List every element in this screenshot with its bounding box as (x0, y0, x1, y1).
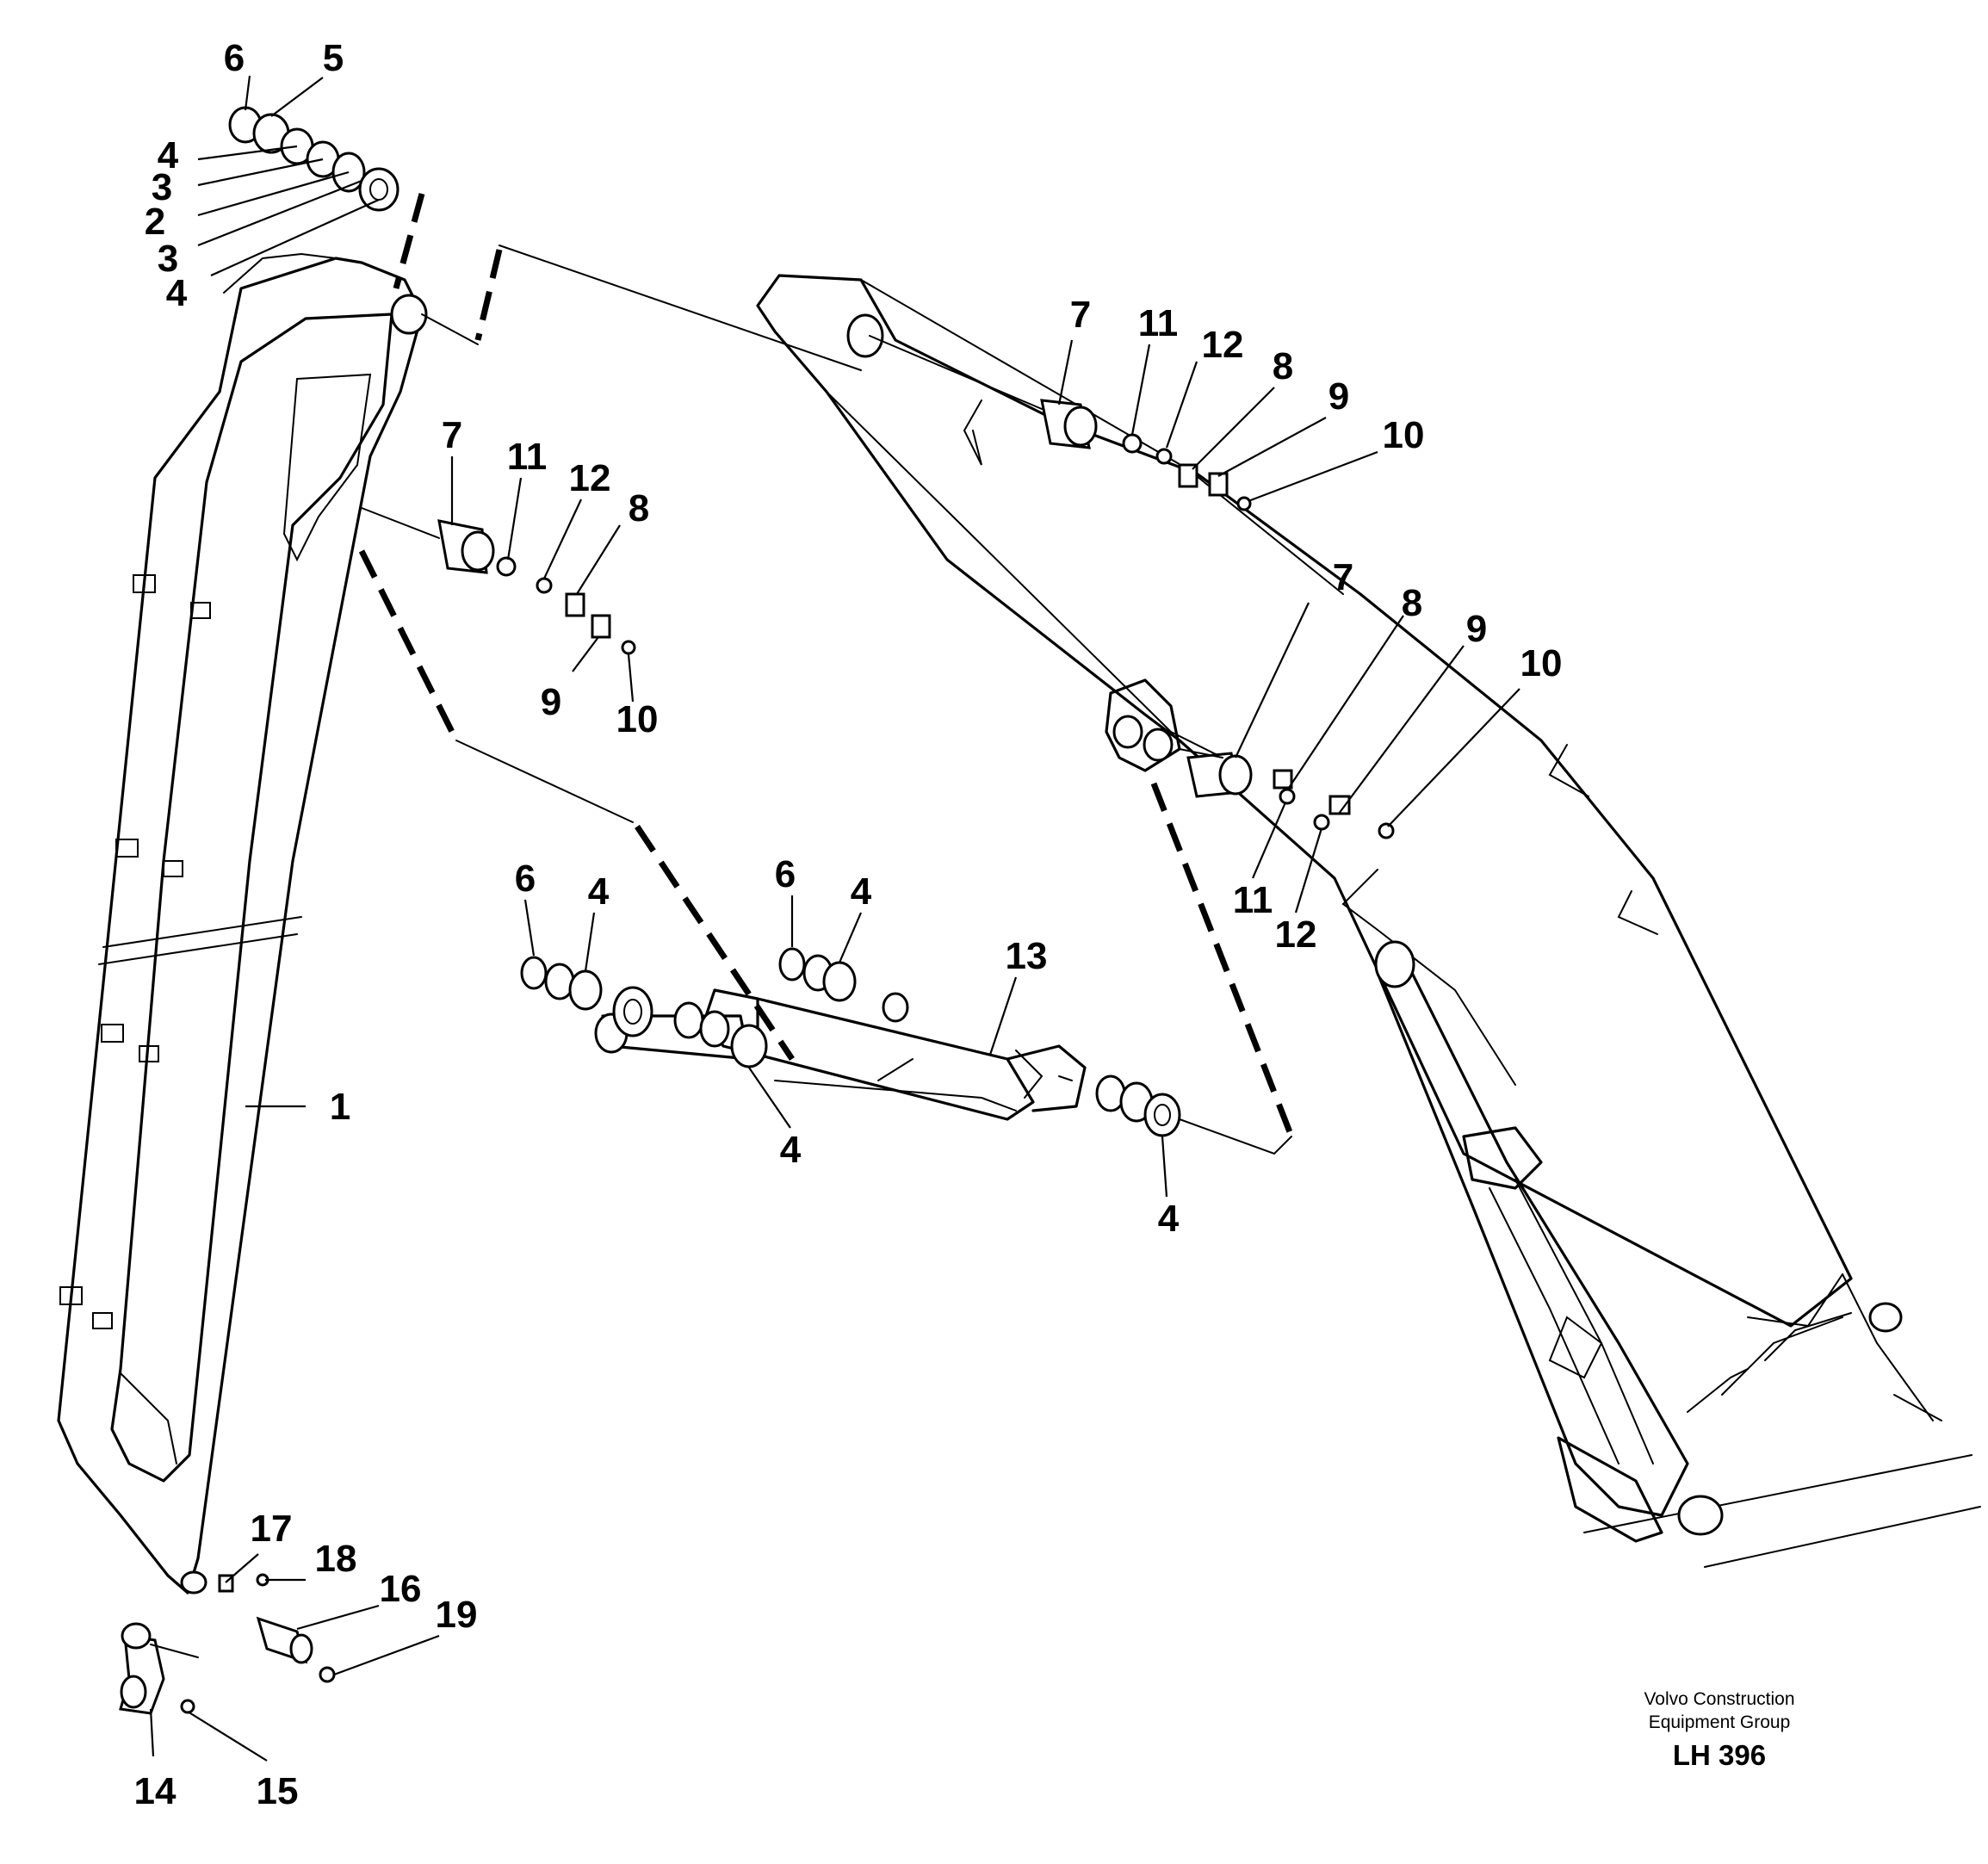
callout-top-3a: 3 (152, 166, 172, 208)
left-pin-assembly (437, 519, 636, 655)
callout-cyl-4b: 4 (851, 870, 872, 913)
callout-cyl-6a: 6 (515, 858, 536, 900)
callout-right-7: 7 (1070, 294, 1091, 336)
callout-left-12: 12 (569, 457, 611, 499)
callout-top-4b: 4 (166, 272, 188, 314)
callout-bottom-16: 16 (380, 1568, 422, 1610)
bottom-pin-parts (119, 1573, 336, 1715)
callout-right-9: 9 (1328, 375, 1349, 418)
callout-labels: 6 5 4 3 2 3 4 7 11 12 8 9 10 7 11 12 8 9… (134, 37, 1563, 1812)
footer-company-line1: Volvo Construction (1644, 1689, 1794, 1709)
callout-top-4a: 4 (158, 134, 179, 176)
right-pin-assembly (1040, 399, 1252, 511)
callout-mid-11: 11 (1233, 879, 1273, 921)
assembly-guides (358, 193, 1295, 1155)
callout-top-3b: 3 (158, 238, 178, 280)
bucket-cylinder (1374, 940, 1903, 1543)
callout-left-8: 8 (629, 487, 649, 529)
callout-cyl-4d: 4 (1158, 1198, 1180, 1240)
callout-left-10: 10 (616, 698, 659, 740)
callout-boom-1: 1 (330, 1086, 350, 1128)
callout-mid-7: 7 (1333, 556, 1353, 598)
footer: Volvo Construction Equipment Group LH 39… (1644, 1689, 1794, 1771)
boom-arm (57, 252, 428, 1595)
footer-drawing-code: LH 396 (1673, 1739, 1766, 1771)
callout-top-6: 6 (224, 37, 245, 79)
callout-bottom-19: 19 (436, 1594, 478, 1636)
callout-left-9: 9 (541, 681, 561, 723)
callout-bottom-14: 14 (134, 1770, 177, 1812)
callout-top-2: 2 (145, 201, 165, 243)
callout-right-12: 12 (1202, 324, 1244, 366)
top-bushing-stack (228, 106, 399, 212)
callout-cyl-6b: 6 (775, 853, 796, 895)
callout-top-5: 5 (323, 37, 344, 79)
callout-left-11: 11 (507, 436, 548, 478)
callout-cyl-4a: 4 (588, 870, 610, 913)
hydraulic-cylinder (520, 947, 1181, 1137)
callout-mid-12: 12 (1275, 913, 1317, 956)
mid-pin-assembly (1105, 678, 1395, 839)
callout-mid-10: 10 (1520, 642, 1563, 684)
leader-lines (149, 75, 1520, 1762)
callout-bottom-18: 18 (315, 1538, 357, 1580)
callout-left-7: 7 (442, 414, 462, 456)
callout-mid-9: 9 (1466, 608, 1487, 650)
callout-right-11: 11 (1138, 302, 1179, 344)
callout-cyl-4c: 4 (780, 1129, 802, 1171)
footer-company-line2: Equipment Group (1649, 1712, 1791, 1732)
callout-right-10: 10 (1383, 414, 1425, 456)
callout-bottom-15: 15 (257, 1770, 299, 1812)
callout-right-8: 8 (1273, 345, 1293, 387)
callout-bottom-17: 17 (251, 1508, 293, 1550)
callout-cyl-13: 13 (1006, 935, 1048, 977)
callout-mid-8: 8 (1402, 582, 1422, 624)
stick-arm (756, 274, 1981, 1568)
